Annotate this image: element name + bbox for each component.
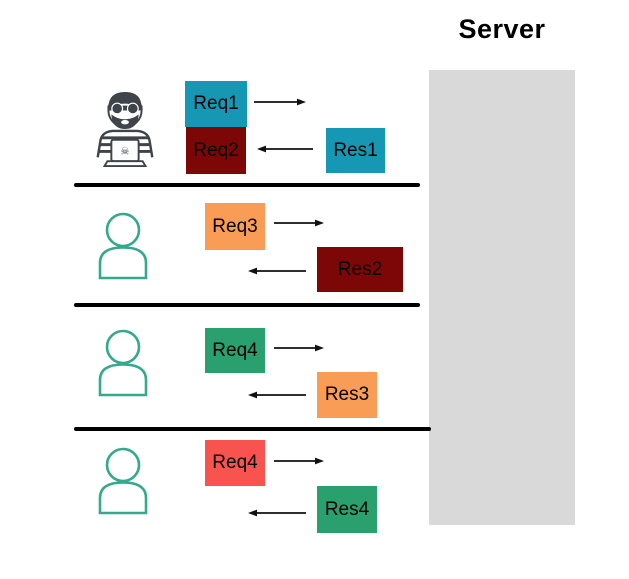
req1-label: Req1 [193,93,239,114]
req4-label: Req4 [212,339,258,361]
res2-box: Res2 [317,247,403,292]
req1-box: Req1 [185,81,247,127]
req4b-box: Req4 [205,440,265,486]
req4-box: Req4 [205,328,265,373]
request-arrow-icon [274,457,324,465]
server-title: Server [458,14,546,44]
user-icon [98,329,148,397]
request-arrow-icon [254,98,306,106]
res2-label: Res2 [337,258,383,280]
response-arrow-icon [257,145,313,153]
response-arrow-icon [248,267,306,275]
res4-label: Res4 [324,498,370,520]
res1-label: Res1 [333,139,378,161]
res3-label: Res3 [324,384,370,405]
response-arrow-icon [248,391,306,399]
svg-text:☠: ☠ [120,145,130,157]
req2-box: Req2 [186,127,246,174]
user-icon [98,212,148,280]
req3-label: Req3 [212,215,258,237]
res4-box: Res4 [317,486,377,533]
server-box [429,70,575,525]
hacker-laptop-icon: ☠ [96,91,154,168]
row-separator [74,303,420,307]
response-arrow-icon [248,509,306,517]
res1-box: Res1 [326,128,385,173]
req2-label: Req2 [193,139,239,161]
row-separator [74,183,420,187]
user-icon [98,447,148,515]
res3-box: Res3 [317,372,377,418]
row-separator [74,427,431,431]
request-arrow-icon [274,219,324,227]
request-arrow-icon [274,344,324,352]
req4b-label: Req4 [212,452,258,473]
req3-box: Req3 [205,203,265,250]
